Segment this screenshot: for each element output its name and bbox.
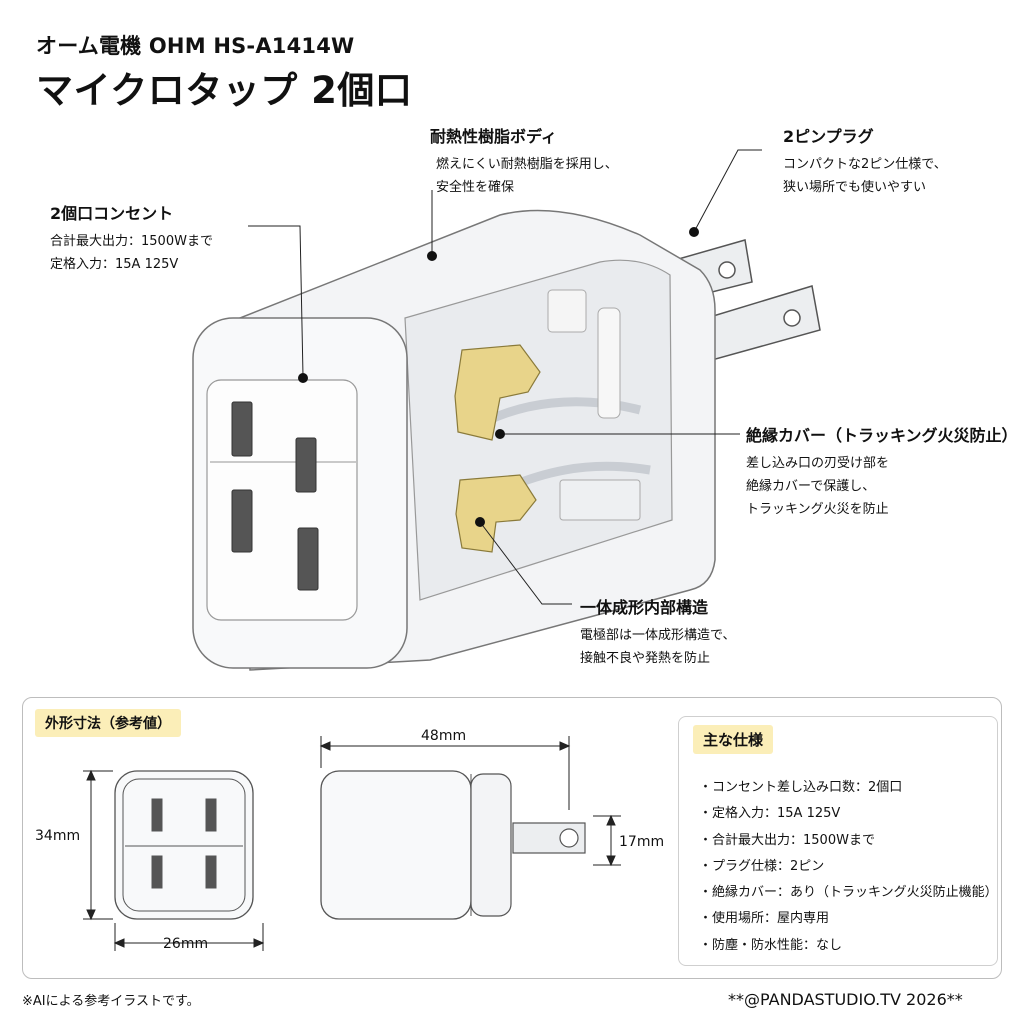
- callout-structure-title: 一体成形内部構造: [580, 598, 709, 617]
- callout-plug: 2ピンプラグ コンパクトな2ピン仕様で、 狭い場所でも使いやすい: [783, 123, 947, 199]
- plug-prongs-graphic: [667, 239, 821, 361]
- callout-plug-line: 狭い場所でも使いやすい: [783, 180, 927, 195]
- callout-outlet-line: 合計最大出力：1500Wまで: [50, 234, 213, 249]
- spec-item: コンセント差し込み口数：2個口: [699, 775, 998, 801]
- specs-list: コンセント差し込み口数：2個口 定格入力：15A 125V 合計最大出力：150…: [699, 775, 998, 959]
- callout-structure-line: 接触不良や発熱を防止: [580, 651, 711, 666]
- plug-width-dimension-line: [593, 814, 621, 867]
- callout-outlet-title: 2個口コンセント: [50, 204, 174, 223]
- spec-item: 定格入力：15A 125V: [699, 801, 998, 827]
- callout-structure: 一体成形内部構造 電極部は一体成形構造で、 接触不良や発熱を防止: [580, 594, 735, 670]
- front-view-drawing: [114, 770, 254, 920]
- spec-item: 合計最大出力：1500Wまで: [699, 828, 998, 854]
- plug-width-dimension-label: 17mm: [619, 834, 665, 850]
- callout-body: 耐熱性樹脂ボディ 燃えにくい耐熱樹脂を採用し、 安全性を確保: [430, 123, 618, 199]
- callout-outlet-line: 定格入力：15A 125V: [50, 257, 179, 272]
- dimensions-panel: 外形寸法（参考値）: [22, 697, 1002, 979]
- width-dimension-label: 26mm: [163, 936, 209, 952]
- brand-model: オーム電機 OHM HS-A1414W: [36, 34, 355, 58]
- callout-body-title: 耐熱性樹脂ボディ: [430, 127, 557, 146]
- callout-insulation-line: 差し込み口の刃受け部を: [746, 456, 890, 471]
- callout-insulation-line: 絶縁カバーで保護し、: [746, 479, 876, 494]
- callout-insulation-line: トラッキング火災を防止: [746, 502, 889, 517]
- height-dimension-label: 34mm: [35, 828, 81, 844]
- spec-item: プラグ仕様：2ピン: [699, 854, 998, 880]
- callout-plug-line: コンパクトな2ピン仕様で、: [783, 157, 947, 172]
- dimension-drawings: [83, 736, 621, 951]
- callout-outlet: 2個口コンセント 合計最大出力：1500Wまで 定格入力：15A 125V: [50, 200, 213, 276]
- callout-body-line: 安全性を確保: [436, 180, 515, 195]
- footnote: ※AIによる参考イラストです。: [22, 994, 200, 1009]
- credit: **@PANDASTUDIO.TV 2026**: [728, 990, 963, 1009]
- callout-structure-line: 電極部は一体成形構造で、: [580, 628, 736, 643]
- spec-item: 使用場所：屋内専用: [699, 906, 998, 932]
- dimensions-tag: 外形寸法（参考値）: [35, 709, 181, 737]
- length-dimension-line: [319, 736, 571, 810]
- spec-item: 絶縁カバー：あり（トラッキング火災防止機能）: [699, 880, 998, 906]
- specs-tag: 主な仕様: [693, 725, 774, 754]
- spec-item: 防塵・防水性能：なし: [699, 933, 998, 959]
- callout-body-line: 燃えにくい耐熱樹脂を採用し、: [436, 157, 618, 172]
- page-title: マイクロタップ 2個口: [36, 69, 413, 112]
- width-dimension-line: [113, 923, 265, 951]
- callout-leaders: [248, 149, 762, 605]
- tap-body-graphic: [192, 209, 716, 671]
- height-dimension-line: [83, 769, 113, 921]
- callout-insulation: 絶縁カバー（トラッキング火災防止） 差し込み口の刃受け部を 絶縁カバーで保護し、…: [746, 422, 1018, 521]
- specs-box: 主な仕様 コンセント差し込み口数：2個口 定格入力：15A 125V 合計最大出…: [678, 716, 998, 966]
- side-view-drawing: [320, 770, 586, 920]
- length-dimension-label: 48mm: [421, 728, 467, 744]
- callout-insulation-title: 絶縁カバー（トラッキング火災防止）: [746, 426, 1018, 445]
- callout-plug-title: 2ピンプラグ: [783, 127, 874, 146]
- power-tap-illustration: [192, 149, 821, 671]
- callout-dots: [298, 227, 699, 527]
